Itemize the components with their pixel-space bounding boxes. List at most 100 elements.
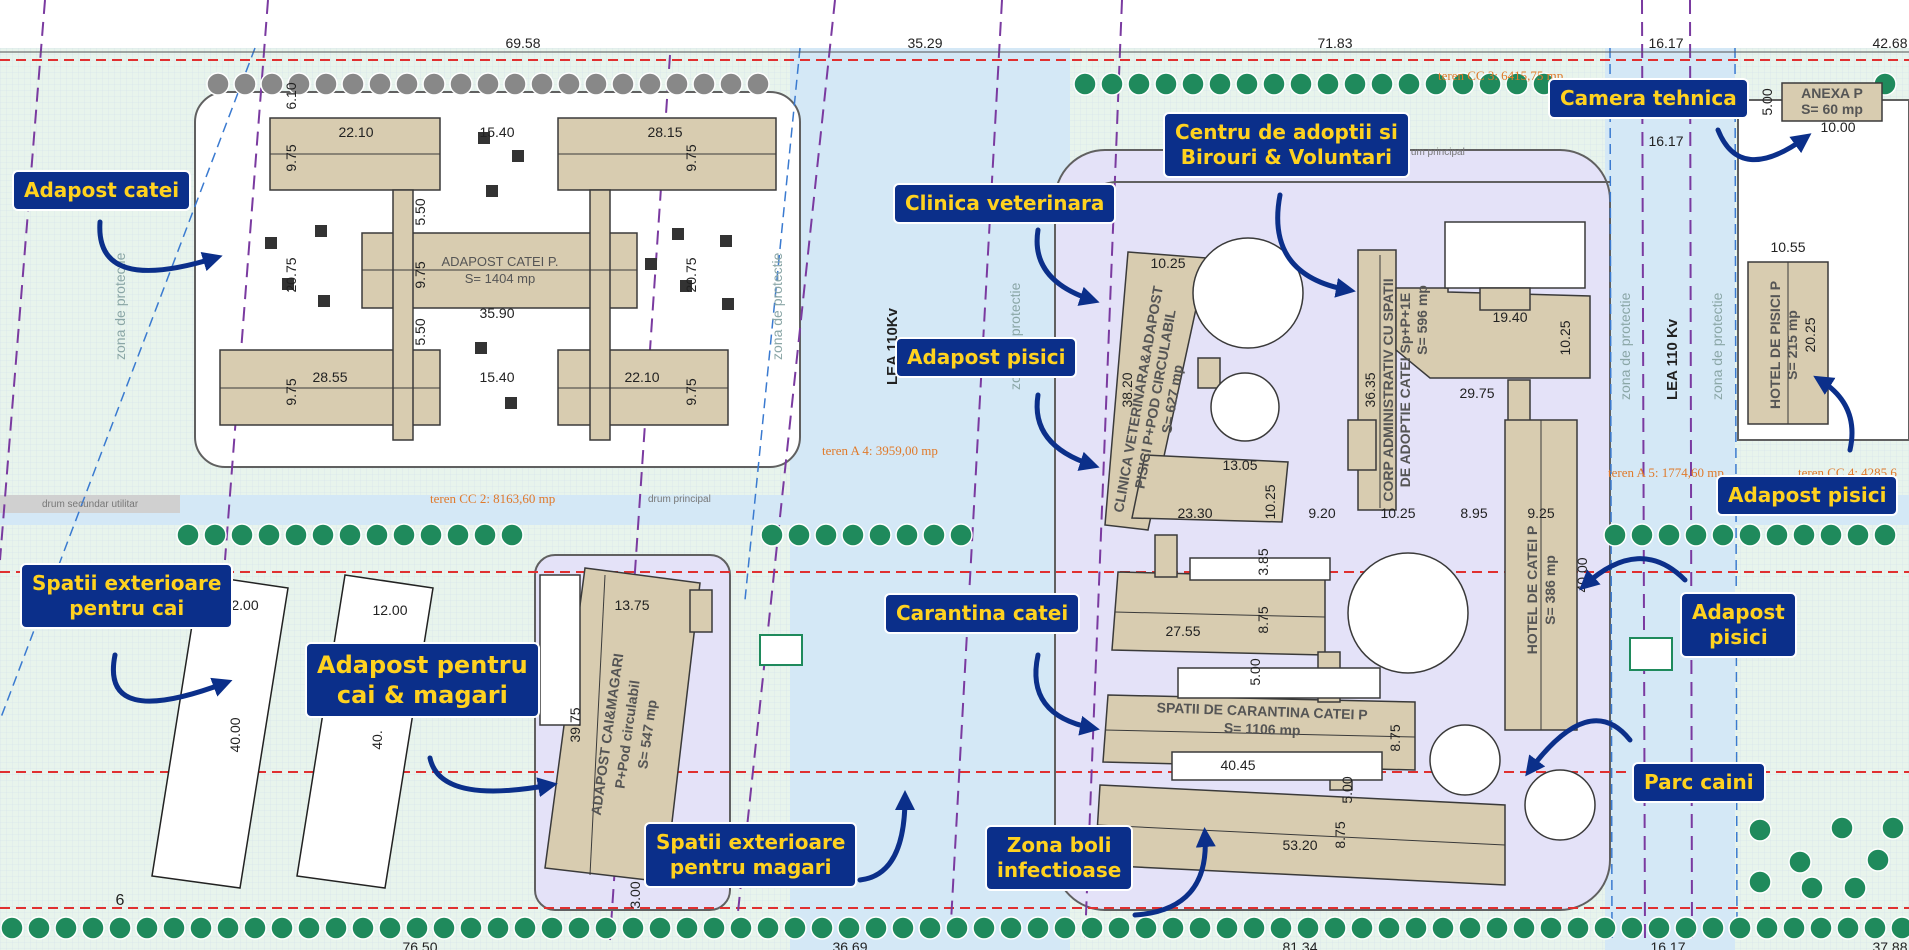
callout-spatii-magari: Spatii exterioare pentru magari xyxy=(644,822,858,888)
tree-symbol xyxy=(1134,916,1158,940)
zona-protectie-2: zona de protectie xyxy=(769,252,785,360)
tree-symbol xyxy=(54,916,78,940)
dim-9-75-d: 9.75 xyxy=(283,378,299,405)
tree-symbol xyxy=(1269,916,1293,940)
anexa-label-2: S= 60 mp xyxy=(1801,101,1863,117)
circle-yard-2 xyxy=(1210,372,1280,442)
drum-secundar-label: drum secundar utilitar xyxy=(42,499,139,510)
tree-symbol xyxy=(783,916,807,940)
dim-10-55: 10.55 xyxy=(1770,239,1805,255)
tree-symbol xyxy=(1566,916,1590,940)
adapost-catei-area: S= 1404 mp xyxy=(465,271,535,286)
carantina-label-1: SPATII DE CARANTINA CATEI P xyxy=(1156,699,1367,722)
tree-symbol xyxy=(1890,916,1909,940)
tree-symbol xyxy=(719,72,743,96)
tree-symbol xyxy=(216,916,240,940)
callout-adapost-pisici-1-text: Adapost pisici xyxy=(907,345,1066,369)
dim-15-40-b: 15.40 xyxy=(479,369,514,385)
callout-parc-caini-text: Parc caini xyxy=(1644,770,1754,794)
tree-symbol xyxy=(230,523,254,547)
callout-adapost-pisici-2-text: Adapost pisici xyxy=(1728,483,1887,507)
tree-symbol xyxy=(284,523,308,547)
tree-symbol xyxy=(1765,523,1789,547)
drum-principal-label: drum principal xyxy=(648,494,711,505)
dim-6: 6 xyxy=(116,892,125,909)
tree-symbol xyxy=(1350,916,1374,940)
tree-symbol xyxy=(486,916,510,940)
hotel-pisici-label-2: S= 215 mp xyxy=(1784,310,1800,380)
tree-symbol xyxy=(702,916,726,940)
tree-symbol xyxy=(692,72,716,96)
tree-symbol xyxy=(810,916,834,940)
tree-symbol xyxy=(1343,72,1367,96)
dim-9-75-a: 9.75 xyxy=(283,144,299,171)
tree-symbol xyxy=(1630,523,1654,547)
tree-symbol xyxy=(1836,916,1860,940)
tree-symbol xyxy=(1100,72,1124,96)
tree-symbol xyxy=(1711,523,1735,547)
tree-symbol xyxy=(1215,916,1239,940)
paddock-1 xyxy=(151,574,289,889)
tree-symbol xyxy=(108,916,132,940)
tree-symbol xyxy=(135,916,159,940)
top-dim-4: 16.17 xyxy=(1648,35,1683,51)
tree-symbol xyxy=(1684,523,1708,547)
dim-22-10-a: 22.10 xyxy=(338,124,373,140)
tree-symbol xyxy=(567,916,591,940)
dim-20-75-a: 20.75 xyxy=(283,257,299,292)
tree-symbol xyxy=(1728,916,1752,940)
tree-symbol xyxy=(243,916,267,940)
tree-symbol xyxy=(1431,916,1455,940)
dim-8-75-c: 8.75 xyxy=(1332,821,1348,848)
tree-symbol xyxy=(1080,916,1104,940)
zona-protectie-1: zona de protectie xyxy=(112,252,128,360)
dim-15-40-a: 15.40 xyxy=(479,124,514,140)
tree-symbol xyxy=(1792,523,1816,547)
tree-symbol xyxy=(841,523,865,547)
dim-10-25-b: 10.25 xyxy=(1262,484,1278,519)
carantina-label-2: S= 1106 mp xyxy=(1224,720,1301,739)
callout-adapost-pisici-3-line1: Adapost xyxy=(1692,600,1785,624)
tree-symbol xyxy=(945,916,969,940)
dim-10-25-a: 10.25 xyxy=(1150,255,1185,271)
clinica-annex xyxy=(1131,454,1289,523)
tree-symbol xyxy=(311,523,335,547)
tree-symbol xyxy=(314,72,338,96)
tree-symbol xyxy=(1843,876,1867,900)
tree-symbol xyxy=(1873,523,1897,547)
dim-16-17: 16.17 xyxy=(1648,133,1683,149)
tree-symbol xyxy=(1593,916,1617,940)
tree-symbol xyxy=(746,72,770,96)
top-dim-1: 69.58 xyxy=(505,35,540,51)
tree-symbol xyxy=(1235,72,1259,96)
bottom-dim-2: 36.69 xyxy=(832,939,867,950)
tree-symbol xyxy=(1701,916,1725,940)
tree-symbol xyxy=(1738,523,1762,547)
tree-symbol xyxy=(503,72,527,96)
tree-symbol xyxy=(1188,916,1212,940)
top-margin xyxy=(0,0,1909,48)
drum-principal-label-2: drum principal xyxy=(1402,147,1465,158)
callout-adapost-cai-magari: Adapost pentru cai & magari xyxy=(305,642,540,718)
callout-spatii-cai-line2: pentru cai xyxy=(69,596,185,620)
tree-symbol xyxy=(1026,916,1050,940)
tree-symbol xyxy=(1458,916,1482,940)
tree-symbol xyxy=(162,916,186,940)
tree-symbol xyxy=(473,523,497,547)
callout-adapost-pisici-3-line2: pisici xyxy=(1709,625,1768,649)
callout-camera-tehnica: Camera tehnica xyxy=(1548,78,1749,119)
dim-40-00-a: 40.00 xyxy=(1574,557,1590,592)
callout-adapost-catei: Adapost catei xyxy=(12,170,192,211)
tree-symbol xyxy=(395,72,419,96)
tree-symbol xyxy=(787,523,811,547)
tree-symbol xyxy=(1127,72,1151,96)
tree-symbol xyxy=(1262,72,1286,96)
tree-symbol xyxy=(1657,523,1681,547)
adapost-catei-name: ADAPOST CATEI P. xyxy=(441,254,558,269)
dim-9-75-b: 9.75 xyxy=(683,144,699,171)
tree-symbol xyxy=(338,523,362,547)
corp-admin-label-2: DE ADOPTIE CATEI Sp+P+1E xyxy=(1397,293,1413,488)
corp-admin-label-3: S= 596 mp xyxy=(1414,285,1430,355)
tree-symbol xyxy=(476,72,500,96)
